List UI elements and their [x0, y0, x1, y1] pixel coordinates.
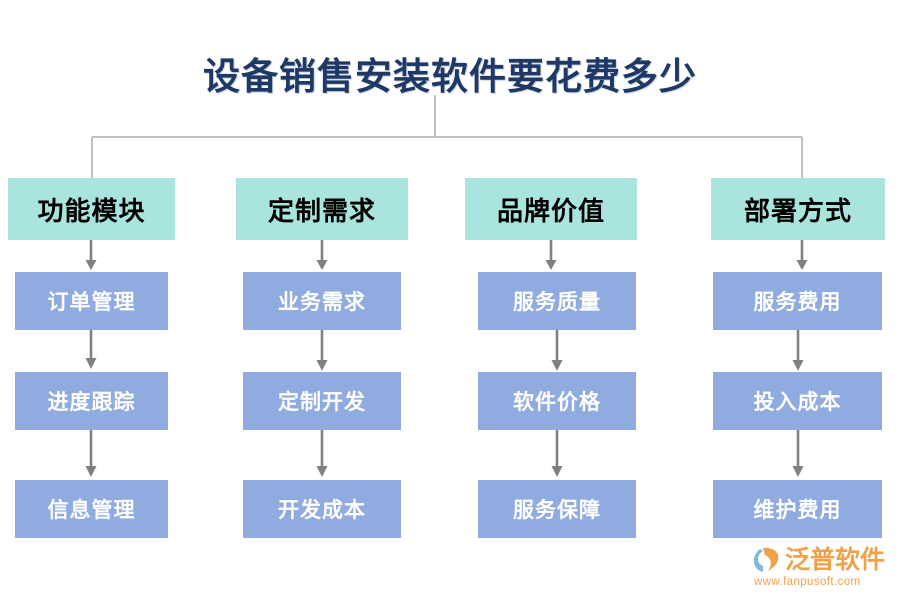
node-1-3[interactable]: 信息管理	[15, 480, 168, 538]
node-3-1[interactable]: 服务质量	[478, 272, 636, 330]
node-2-2[interactable]: 定制开发	[243, 372, 401, 430]
node-4-2[interactable]: 投入成本	[713, 372, 882, 430]
node-2-1[interactable]: 业务需求	[243, 272, 401, 330]
column-header-1[interactable]: 功能模块	[8, 178, 175, 240]
node-2-3[interactable]: 开发成本	[243, 480, 401, 538]
column-header-2[interactable]: 定制需求	[236, 178, 408, 240]
arrow-down-1-3	[85, 430, 97, 477]
logo-name: 泛普软件	[785, 546, 886, 574]
arrow-down-2-1	[316, 240, 328, 270]
node-1-1[interactable]: 订单管理	[15, 272, 168, 330]
fanpu-swoosh-icon	[753, 547, 779, 572]
logo-url: www.fanpusoft.com	[754, 576, 861, 588]
arrow-down-4-2	[792, 330, 804, 371]
column-header-4[interactable]: 部署方式	[711, 178, 885, 240]
arrow-down-2-3	[316, 430, 328, 477]
node-3-2[interactable]: 软件价格	[478, 372, 636, 430]
node-3-3[interactable]: 服务保障	[478, 480, 636, 538]
arrow-down-3-2	[551, 330, 563, 371]
connector-lines	[91, 95, 803, 179]
arrow-down-4-3	[792, 430, 804, 477]
node-4-3[interactable]: 维护费用	[713, 480, 882, 538]
arrow-down-4-1	[796, 240, 808, 270]
node-1-2[interactable]: 进度跟踪	[15, 372, 168, 430]
arrow-down-1-2	[89, 330, 93, 362]
arrow-head-1-2	[85, 358, 97, 369]
arrow-down-3-1	[545, 240, 557, 270]
logo-row: 泛普软件	[752, 546, 885, 574]
node-4-1[interactable]: 服务费用	[713, 272, 882, 330]
arrow-down-1-1	[85, 240, 97, 270]
arrow-down-2-2	[316, 330, 328, 371]
column-header-3[interactable]: 品牌价值	[465, 178, 637, 240]
arrow-down-3-3	[551, 430, 563, 477]
page-title: 设备销售安装软件要花费多少	[203, 57, 697, 98]
brand-logo: 泛普软件 www.fanpusoft.com	[752, 546, 892, 592]
